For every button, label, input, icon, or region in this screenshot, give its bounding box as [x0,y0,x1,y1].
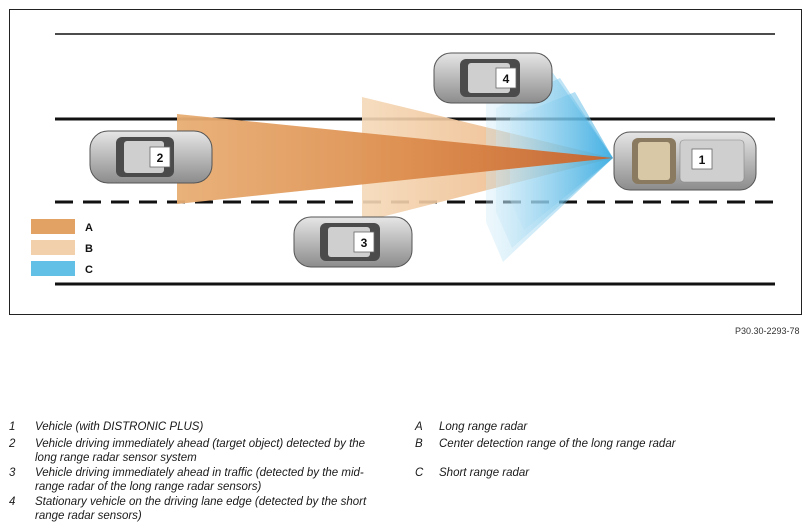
legend-item-4: 4 Stationary vehicle on the driving lane… [9,495,389,523]
legend-key: 4 [9,496,16,508]
legend-text: Vehicle driving immediately ahead in tra… [35,467,364,493]
vehicle-4: 4 [433,52,553,104]
legend-item-3: 3 Vehicle driving immediately ahead in t… [9,466,389,494]
legend-text: Long range radar [439,421,528,433]
vehicle-2-number: 2 [157,151,164,165]
vehicle-3-number: 3 [361,236,368,250]
legend-text: Stationary vehicle on the driving lane e… [35,496,367,522]
key-letter-c: C [85,264,93,276]
legend-key: B [415,438,423,450]
key-letter-b: B [85,243,93,255]
vehicle-1-number: 1 [699,153,706,167]
color-key: A B C [31,219,93,276]
diagram-frame [9,9,802,315]
legend-item-c: C Short range radar [415,466,795,480]
vehicle-2: 2 [89,130,213,184]
legend-key: 2 [9,438,16,450]
legend-key: A [415,421,423,433]
legend-item-a: A Long range radar [415,420,795,434]
legend-text: Vehicle driving immediately ahead (targe… [35,438,366,464]
key-letter-a: A [85,222,93,234]
vehicle-1: 1 [613,131,757,191]
legend-text: Vehicle (with DISTRONIC PLUS) [35,421,204,433]
legend-text: Center detection range of the long range… [439,438,676,450]
vehicle-4-number: 4 [503,72,510,86]
legend-key: 3 [9,467,16,479]
legend-item-2: 2 Vehicle driving immediately ahead (tar… [9,437,389,465]
key-swatch-b [31,240,75,255]
legend-key: C [415,467,424,479]
legend-key: 1 [9,421,16,433]
legend-item-1: 1 Vehicle (with DISTRONIC PLUS) [9,420,399,434]
key-swatch-c [31,261,75,276]
legend-text: Short range radar [439,467,530,479]
key-swatch-a [31,219,75,234]
radar-zone-a [177,114,613,204]
vehicle-3: 3 [293,216,413,268]
reference-code: P30.30-2293-78 [735,326,800,336]
radar-diagram: 2 4 3 1 A B C [9,9,802,315]
legend-item-b: B Center detection range of the long ran… [415,437,795,451]
